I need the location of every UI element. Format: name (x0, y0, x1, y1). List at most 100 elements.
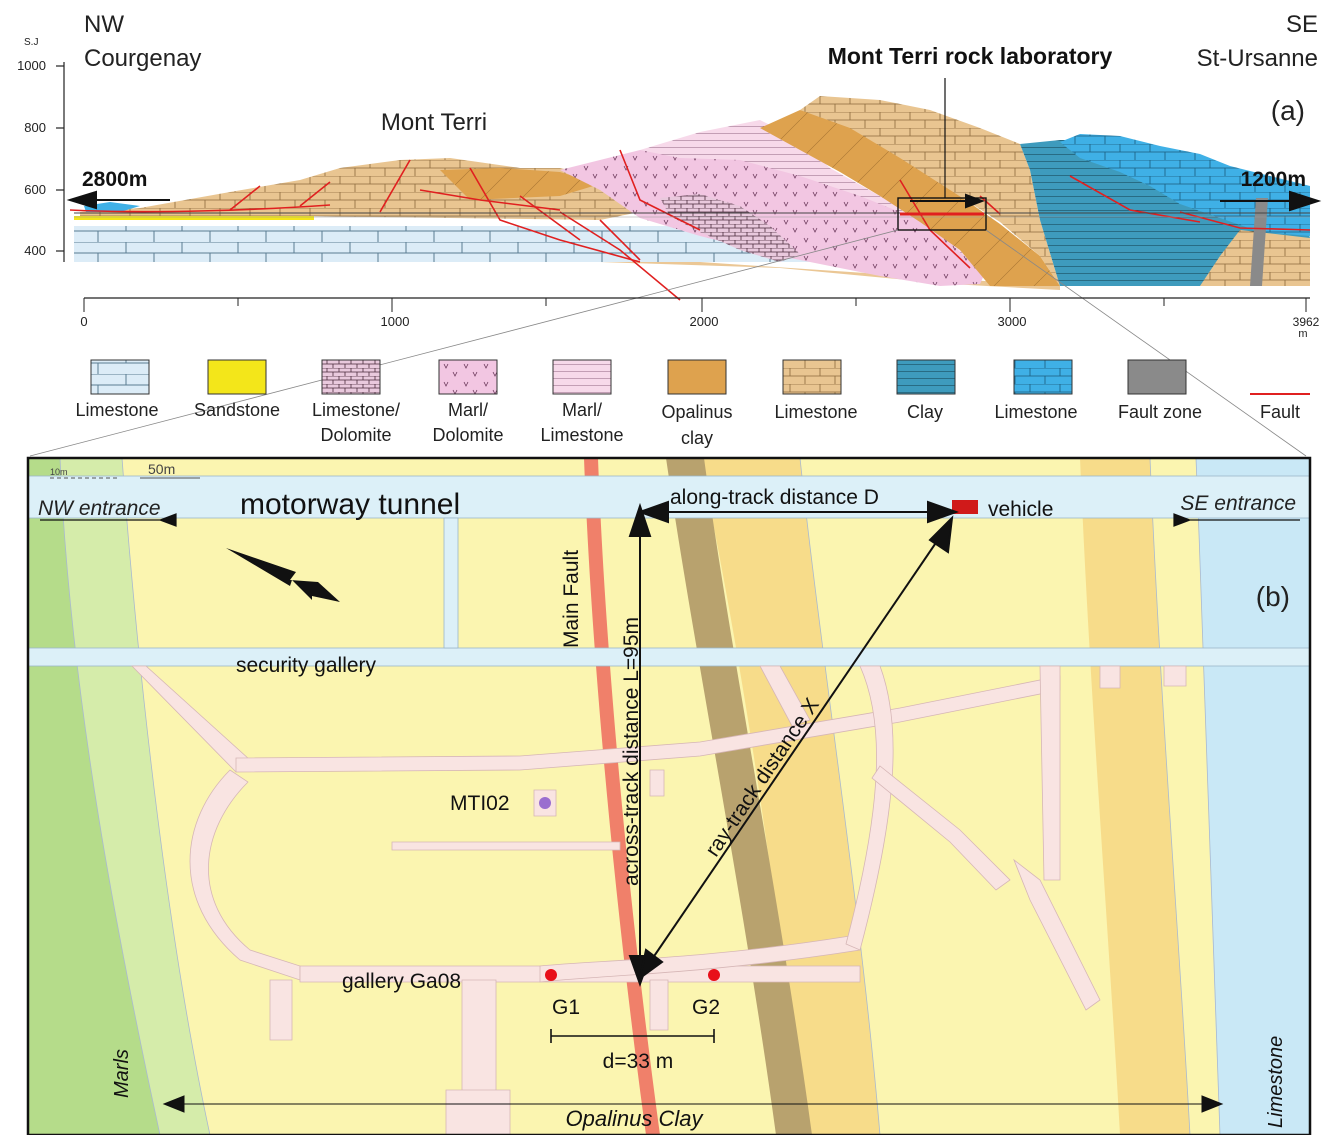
g1-label: G1 (552, 996, 580, 1019)
elev-tick-800: 800 (24, 120, 46, 135)
left-opalinus (440, 168, 600, 200)
ray-track-arrow (638, 515, 954, 981)
scale-bar: 10m 50m (50, 461, 200, 479)
panel-a-label: (a) (1271, 95, 1305, 126)
nw-town: Courgenay (84, 45, 201, 72)
legend-label: Marl/ (562, 400, 602, 420)
nw-entrance-label: NW entrance (38, 497, 161, 520)
legend-label-line2: Dolomite (320, 425, 391, 445)
x-unit: m (1298, 328, 1307, 340)
legend-label-line2: clay (681, 428, 713, 448)
opalinus-label: Opalinus Clay (566, 1106, 705, 1131)
legend-item-clay: Clay (896, 359, 956, 422)
north-arrow-icon (226, 548, 340, 602)
vehicle-marker (952, 500, 978, 514)
zoom-line-right (985, 229, 1307, 457)
lab-title: Mont Terri rock laboratory (828, 43, 1113, 69)
sandstone-strip (74, 216, 314, 220)
marls-label: Marls (111, 1049, 133, 1098)
along-track-arrow (637, 500, 959, 524)
panel-a: S.J 1000 800 600 400 (17, 11, 1322, 457)
panel-b-label: (b) (1256, 581, 1290, 612)
panel-b: 10m 50m NW entrance SE entrance motorway… (26, 456, 1312, 1135)
legend-item-fault-zone: Fault zone (1118, 359, 1202, 422)
right-limestone-body (1060, 134, 1310, 236)
opalinus-extent-arrow (162, 1095, 1224, 1113)
upper-limestone-body (800, 96, 1060, 286)
nw-entrance-arrow (40, 513, 177, 527)
legend-item-limestone-dolomite: Limestone/ Dolomite (312, 359, 400, 445)
se-town: St-Ursanne (1197, 45, 1318, 72)
fault-lines (69, 149, 1311, 301)
elevation-axis: S.J 1000 800 600 400 (17, 37, 65, 262)
elevation-unit: S.J (24, 37, 38, 48)
legend-label: Fault zone (1118, 402, 1202, 422)
legend-item-limestone-tan: Limestone (774, 359, 858, 422)
legend-label: Limestone/ (312, 400, 400, 420)
legend-label: Fault (1260, 402, 1300, 422)
legend-label: Limestone (774, 402, 857, 422)
left-distance: 2800m (82, 168, 147, 191)
legend: Limestone Sandstone Limestone/ Dolomite … (75, 359, 1310, 448)
lab-galleries (131, 665, 1187, 1135)
panel-b-frame (26, 456, 1312, 1135)
se-direction: SE (1286, 11, 1318, 38)
vehicle-label: vehicle (988, 498, 1053, 521)
right-distance: 1200m (1241, 168, 1306, 191)
legend-item-marl-dolomite: Marl/ Dolomite (432, 359, 504, 445)
right-arrow (1220, 190, 1322, 212)
legend-label-line2: Limestone (540, 425, 623, 445)
legend-item-limestone-cyan: Limestone (994, 359, 1078, 422)
scale-large: 50m (148, 461, 175, 477)
spacing-label: d=33 m (603, 1050, 674, 1073)
left-blue-tip (84, 202, 140, 212)
limestone-zone (1196, 458, 1310, 1135)
mti02-marker (539, 797, 551, 809)
legend-item-limestone-blue: Limestone (75, 359, 159, 420)
spacing-bar (550, 1029, 715, 1043)
legend-label: Limestone (75, 400, 158, 420)
gallery-label: gallery Ga08 (342, 970, 461, 993)
x-tick-1000: 1000 (381, 314, 410, 329)
zoom-line-left (29, 229, 899, 457)
x-tick-end: 3962 (1293, 315, 1320, 329)
scale-small: 10m (50, 467, 68, 477)
mti02-label: MTI02 (450, 792, 510, 815)
dolomite-brick-body (660, 194, 800, 262)
nw-direction: NW (84, 11, 124, 38)
legend-label: Limestone (994, 402, 1077, 422)
across-track-label: across-track distance L=95m (620, 617, 643, 886)
legend-label: Clay (907, 402, 943, 422)
se-entrance-label: SE entrance (1180, 492, 1296, 515)
security-gallery-tunnel (28, 647, 1310, 667)
distance-axis: 0 1000 2000 3000 3962 m (80, 297, 1320, 340)
elev-tick-600: 600 (24, 182, 46, 197)
legend-item-marl-limestone: Marl/ Limestone (540, 359, 624, 445)
se-entrance-arrow (1173, 513, 1300, 527)
limestone-label: Limestone (1265, 1036, 1287, 1128)
g2-label: G2 (692, 996, 720, 1019)
lab-box (897, 197, 987, 231)
legend-label: Opalinus (661, 402, 732, 422)
legend-item-fault: Fault (1250, 393, 1310, 422)
main-fault-band (584, 458, 660, 1135)
elev-tick-1000: 1000 (17, 58, 46, 73)
marls-light-zone (60, 458, 210, 1135)
elev-tick-400: 400 (24, 243, 46, 258)
mountain-label: Mont Terri (381, 109, 487, 136)
legend-label: Marl/ (448, 400, 488, 420)
sensor-g2 (708, 969, 720, 981)
security-gallery-label: security gallery (236, 654, 377, 677)
legend-label-line2: Dolomite (432, 425, 503, 445)
x-tick-3000: 3000 (998, 314, 1027, 329)
legend-label: Sandstone (194, 400, 280, 420)
marl-dolomite-zone (560, 146, 990, 286)
main-fault-label: Main Fault (560, 550, 583, 648)
legend-item-opalinus: Opalinus clay (661, 359, 733, 448)
left-arrow (66, 190, 170, 210)
marls-green-zone (28, 458, 160, 1135)
motorway-tunnel-label: motorway tunnel (240, 488, 460, 521)
x-tick-0: 0 (80, 314, 87, 329)
along-track-label: along-track distance D (670, 486, 879, 509)
